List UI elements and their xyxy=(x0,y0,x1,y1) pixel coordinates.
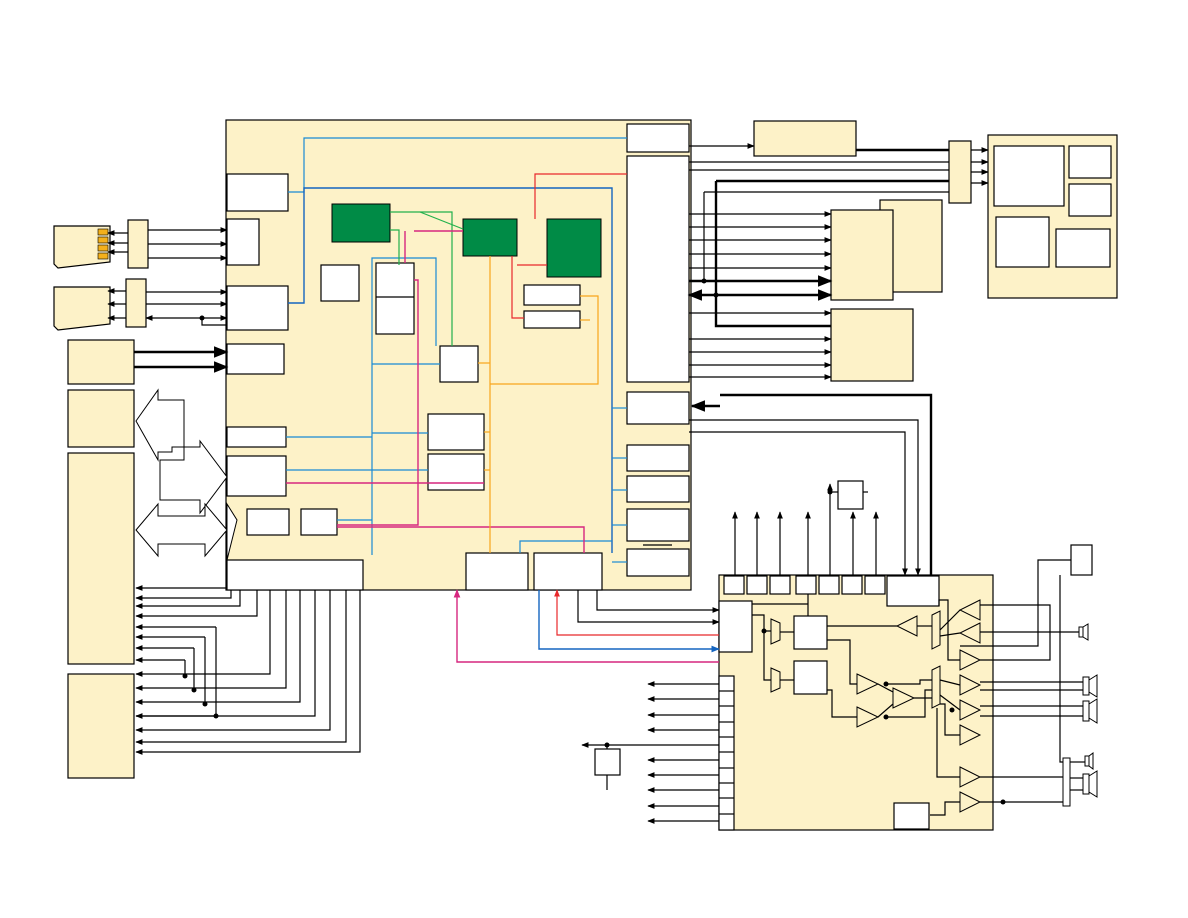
mid-box-6 xyxy=(427,413,485,451)
mid-box-2 xyxy=(375,262,415,335)
left-block-d xyxy=(67,673,135,779)
bottom-connector-bar xyxy=(226,559,364,591)
left-box-2 xyxy=(226,218,260,266)
left-box-6 xyxy=(226,455,287,497)
left-box-3 xyxy=(226,285,289,331)
left-box-8 xyxy=(300,508,338,536)
bottom-fanout-wires xyxy=(135,585,361,755)
main-processor-block xyxy=(225,119,692,591)
green-chip-1 xyxy=(331,203,391,243)
green-chip-2 xyxy=(462,218,518,257)
left-block-c xyxy=(67,452,135,665)
right-box-6 xyxy=(626,548,690,577)
left-block-a xyxy=(67,339,135,385)
left-block-b xyxy=(67,389,135,448)
codec-side-outputs xyxy=(581,681,719,824)
mid-box-7 xyxy=(427,453,485,491)
codec-control-lines xyxy=(689,393,933,576)
right-mid-blocks xyxy=(687,181,943,382)
display-section xyxy=(689,120,1118,299)
hollow-bus-arrows xyxy=(135,388,238,561)
green-chip-3 xyxy=(546,218,602,278)
left-box-7 xyxy=(246,508,290,536)
mid-box-5 xyxy=(439,345,479,383)
mid-box-3 xyxy=(523,284,581,306)
left-box-5 xyxy=(226,426,287,448)
right-box-2 xyxy=(626,391,690,425)
mid-box-4 xyxy=(523,310,581,329)
bottom-box-1 xyxy=(465,552,529,591)
right-column-bus xyxy=(626,155,690,383)
sd-card xyxy=(53,278,228,331)
right-box-5 xyxy=(626,508,690,542)
mid-box-1 xyxy=(320,264,360,302)
internal-buses xyxy=(286,137,627,563)
codec-bus-links xyxy=(453,589,720,663)
right-box-4 xyxy=(626,475,690,503)
audio-codec-block xyxy=(718,574,994,831)
right-box-3 xyxy=(626,444,690,472)
left-box-4 xyxy=(226,343,285,375)
left-box-1 xyxy=(226,173,289,212)
bottom-box-2 xyxy=(533,552,603,591)
right-box-1 xyxy=(626,123,690,153)
audio-transducers xyxy=(960,544,1098,807)
sim-card-1 xyxy=(53,219,228,269)
